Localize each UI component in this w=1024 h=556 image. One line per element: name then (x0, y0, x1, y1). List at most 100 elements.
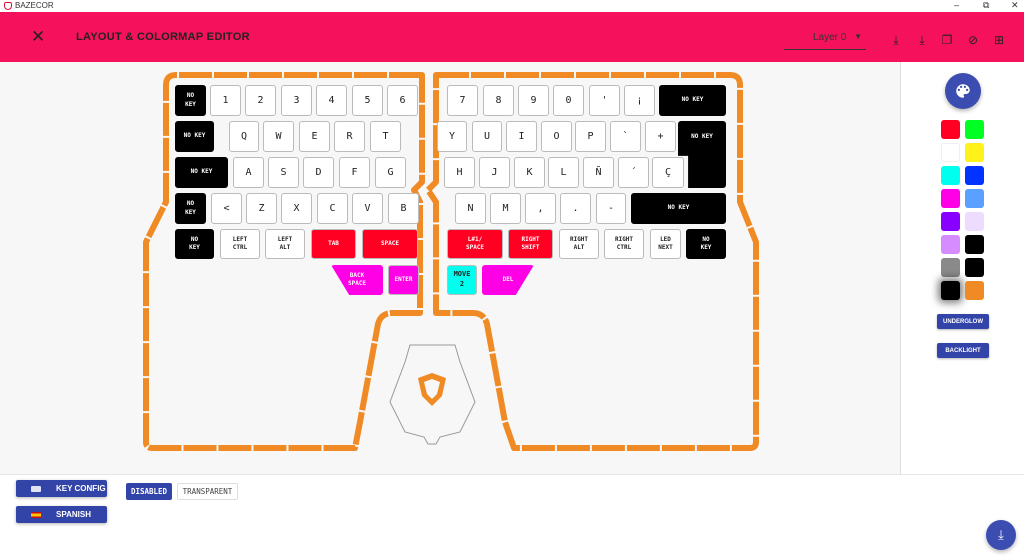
key[interactable]: 8 (483, 85, 514, 116)
minimize-icon[interactable]: – (954, 0, 960, 10)
color-swatch[interactable] (941, 212, 960, 231)
key[interactable]: 4 (316, 85, 347, 116)
color-swatch[interactable] (941, 120, 960, 139)
key[interactable]: RIGHT CTRL (604, 229, 644, 259)
clear-layer-icon[interactable]: ⊘ (967, 33, 979, 47)
key[interactable]: RIGHT ALT (559, 229, 599, 259)
key[interactable]: 7 (447, 85, 478, 116)
copy-icon[interactable]: ❐ (941, 33, 953, 47)
add-box-icon[interactable]: ⊞ (993, 33, 1005, 47)
key[interactable]: NO KEY (631, 193, 726, 224)
color-swatch[interactable] (965, 235, 984, 254)
key[interactable]: D (303, 157, 334, 188)
key[interactable]: N (455, 193, 486, 224)
key[interactable]: V (352, 193, 383, 224)
key[interactable]: G (375, 157, 406, 188)
color-swatch[interactable] (965, 189, 984, 208)
color-swatch[interactable] (941, 189, 960, 208)
key[interactable]: ` (610, 121, 641, 152)
save-fab-button[interactable]: ⤓ (986, 520, 1016, 550)
key[interactable]: - (596, 193, 626, 224)
key[interactable]: I (506, 121, 537, 152)
key[interactable]: F (339, 157, 370, 188)
color-swatch[interactable] (941, 166, 960, 185)
key[interactable]: Z (246, 193, 277, 224)
key[interactable]: Ñ (583, 157, 614, 188)
key[interactable]: LED NEXT (650, 229, 681, 259)
key[interactable]: ´ (618, 157, 649, 188)
palette-button[interactable] (945, 73, 981, 109)
key[interactable]: 3 (281, 85, 312, 116)
key[interactable]: C (317, 193, 348, 224)
color-swatch[interactable] (941, 235, 960, 254)
key[interactable]: K (514, 157, 545, 188)
key[interactable]: NO KEY (175, 157, 228, 188)
color-swatch[interactable] (941, 143, 960, 162)
color-swatch[interactable] (965, 143, 984, 162)
import-icon[interactable]: ⤓ (893, 33, 899, 47)
disabled-mode-button[interactable]: DISABLED (126, 483, 172, 500)
key[interactable]: + (645, 121, 676, 152)
color-swatch[interactable] (965, 281, 984, 300)
key[interactable]: H (444, 157, 475, 188)
key[interactable]: 9 (518, 85, 549, 116)
close-editor-icon[interactable]: ✕ (31, 27, 46, 46)
key[interactable]: J (479, 157, 510, 188)
key[interactable]: 2 (245, 85, 276, 116)
key[interactable]: 5 (352, 85, 383, 116)
key[interactable]: 6 (387, 85, 418, 116)
key[interactable]: NO KEY (175, 85, 206, 116)
key[interactable]: ENTER (388, 265, 419, 295)
key[interactable]: M (490, 193, 521, 224)
language-button[interactable]: SPANISH (16, 506, 107, 523)
close-window-icon[interactable]: ✕ (1011, 0, 1019, 10)
key[interactable]: T (370, 121, 401, 152)
underglow-button[interactable]: UNDERGLOW (937, 314, 989, 329)
color-swatch[interactable] (941, 281, 960, 300)
transparent-mode-button[interactable]: TRANSPARENT (177, 483, 238, 500)
key[interactable]: 1 (210, 85, 241, 116)
key[interactable]: W (263, 121, 294, 152)
layer-select[interactable]: Layer 0▼ (784, 32, 866, 50)
color-swatch[interactable] (965, 212, 984, 231)
key[interactable]: MOVE 2 (447, 265, 477, 295)
color-swatch[interactable] (965, 166, 984, 185)
key[interactable]: ¡ (624, 85, 655, 116)
key[interactable]: NO KEY (175, 121, 214, 152)
color-swatch[interactable] (941, 258, 960, 277)
key[interactable]: NO KEY (175, 193, 206, 224)
key[interactable]: P (575, 121, 606, 152)
restore-icon[interactable]: ⧉ (983, 0, 990, 10)
key[interactable]: B (388, 193, 419, 224)
key[interactable]: NO KEY (659, 85, 726, 116)
key[interactable]: X (281, 193, 312, 224)
key[interactable]: LEFT CTRL (220, 229, 260, 259)
key[interactable]: Q (229, 121, 259, 152)
key[interactable]: Y (437, 121, 467, 152)
backlight-button[interactable]: BACKLIGHT (937, 343, 989, 358)
key[interactable]: NO KEY (686, 229, 726, 259)
key[interactable]: , (525, 193, 556, 224)
key[interactable]: LEFT ALT (265, 229, 305, 259)
key[interactable]: 0 (553, 85, 584, 116)
key[interactable]: ' (589, 85, 620, 116)
key[interactable]: SPACE (362, 229, 418, 259)
key[interactable]: S (268, 157, 299, 188)
key[interactable]: < (211, 193, 242, 224)
key[interactable]: . (560, 193, 591, 224)
key[interactable]: TAB (311, 229, 356, 259)
color-swatch[interactable] (965, 120, 984, 139)
key[interactable]: O (541, 121, 572, 152)
key[interactable]: RIGHT SHIFT (508, 229, 553, 259)
key[interactable]: A (233, 157, 264, 188)
key[interactable]: NO KEY (175, 229, 214, 259)
key[interactable]: L (548, 157, 579, 188)
download-icon[interactable]: ⤓ (919, 33, 925, 47)
key[interactable]: U (472, 121, 502, 152)
key[interactable]: R (334, 121, 365, 152)
key[interactable]: E (299, 121, 330, 152)
key[interactable]: L#1/ SPACE (447, 229, 503, 259)
key[interactable]: Ç (652, 157, 684, 188)
color-swatch[interactable] (965, 258, 984, 277)
key-config-button[interactable]: KEY CONFIG (16, 480, 107, 497)
